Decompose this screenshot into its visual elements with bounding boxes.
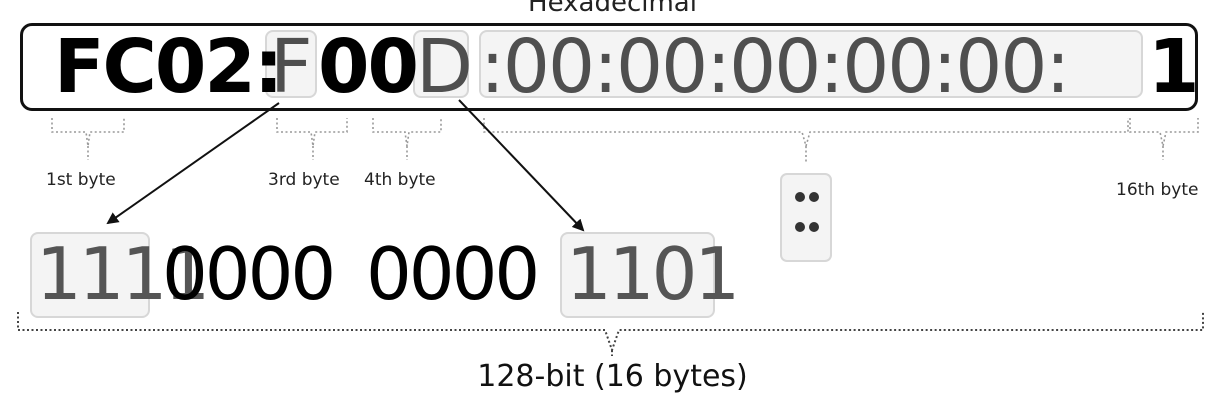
diagram-title: Hexadecimal (528, 0, 697, 18)
hex-f-char: F (270, 24, 313, 110)
highlight-nibble-1 (30, 232, 150, 318)
ellipsis-card (780, 173, 832, 262)
brace-4th-byte (372, 118, 442, 160)
ellipsis-dot (809, 192, 819, 202)
label-1st-byte: 1st byte (46, 170, 116, 190)
hex-address-box (20, 23, 1198, 111)
binary-nibble-4: 1101 (566, 232, 740, 316)
brace-128-bit (17, 312, 1204, 356)
highlight-f (265, 30, 317, 98)
arrow-d-to-binary (458, 99, 585, 232)
brace-zero-groups (483, 118, 1129, 162)
ellipsis-dot (809, 222, 819, 232)
label-16th-byte: 16th byte (1116, 180, 1199, 200)
binary-nibble-2: 0000 (162, 232, 336, 316)
brace-3rd-byte (276, 118, 348, 160)
hex-last: 1 (1148, 24, 1199, 110)
hex-zero-groups: :00:00:00:00:00: (480, 24, 1070, 110)
binary-nibble-1: 1111 (36, 232, 210, 316)
ellipsis-dot (795, 222, 805, 232)
hex-prefix: FC02: (54, 24, 283, 110)
bit-size-footer: 128-bit (16 bytes) (477, 359, 748, 394)
highlight-d (413, 30, 469, 98)
brace-16th-byte (1129, 118, 1199, 160)
brace-1st-byte (51, 118, 125, 160)
binary-nibble-3: 0000 (366, 232, 540, 316)
hex-d-char: D (416, 24, 473, 110)
ellipsis-dot (795, 192, 805, 202)
highlight-nibble-4 (560, 232, 715, 318)
label-3rd-byte: 3rd byte (268, 170, 340, 190)
arrow-f-to-binary (106, 102, 280, 225)
highlight-zero-groups (479, 30, 1143, 98)
label-4th-byte: 4th byte (364, 170, 436, 190)
hex-mid: 00 (318, 24, 419, 110)
